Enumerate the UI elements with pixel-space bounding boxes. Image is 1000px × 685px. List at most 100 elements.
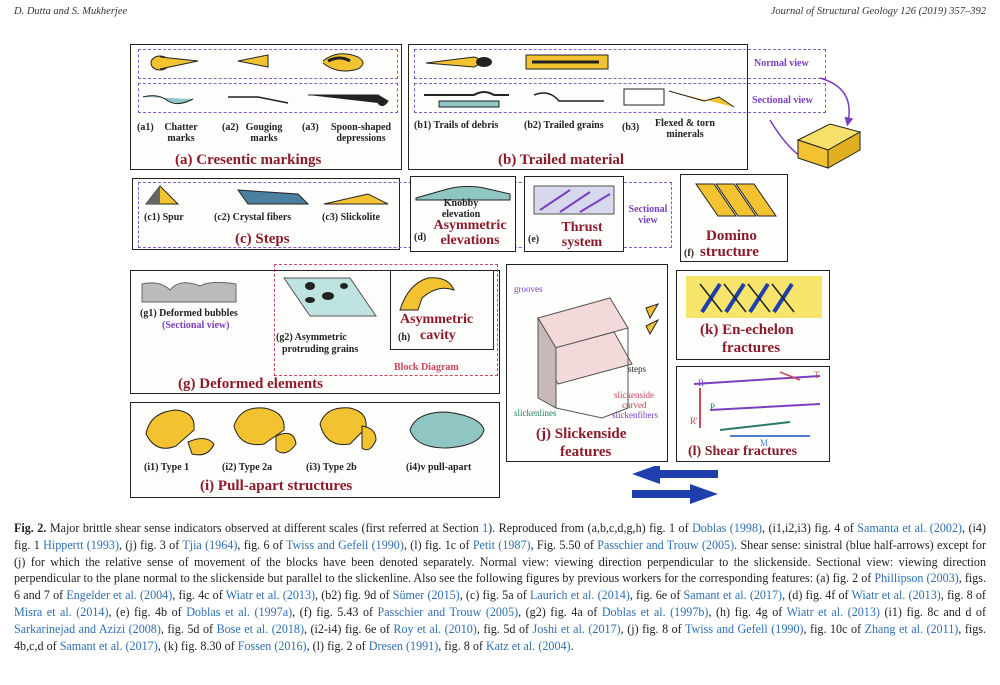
shear-sense-arrows — [632, 466, 718, 504]
citation-link[interactable]: Doblas (1998) — [692, 521, 763, 535]
citation-link[interactable]: Laurich et al. (2014) — [530, 588, 630, 603]
panel-j-caption: (j) Slickenside — [536, 426, 627, 442]
citation-link[interactable]: Engelder et al. (2004) — [66, 588, 173, 603]
citation-link[interactable]: Doblas et al. (1997b) — [601, 604, 709, 619]
panel-d-letter: (d) — [414, 232, 427, 243]
Rprime-label: R' — [690, 416, 698, 426]
citation-link[interactable]: Sarkarinejad and Azizi (2008) — [14, 621, 161, 636]
normal-view-label: Normal view — [754, 58, 809, 69]
i1-label: (i1) Type 1 — [144, 462, 190, 473]
citation-link[interactable]: Sümer (2015) — [392, 588, 460, 603]
citation-link[interactable]: Phillipson (2003) — [874, 571, 959, 586]
panel-f-caption-2: structure — [700, 244, 759, 260]
a2-text: Gouging marks — [245, 122, 283, 144]
block-diagram-band — [274, 264, 498, 376]
citation-link[interactable]: Dresen (1991) — [368, 638, 439, 653]
citation-link[interactable]: Doblas et al. (1997a) — [186, 604, 293, 619]
slickenfibers-label: slickenfibers — [612, 410, 658, 420]
citation-link[interactable]: Wiatr et al. (2013) — [225, 588, 316, 603]
cavity-drawing — [399, 277, 455, 311]
a3-label: (a3) — [302, 122, 319, 133]
panel-c — [132, 178, 400, 250]
thrust-system-drawing — [533, 185, 615, 215]
panel-f-letter: (f) — [684, 248, 694, 259]
citation-link[interactable]: Twiss and Gefell (1990) — [685, 621, 804, 636]
en-echelon-drawing — [686, 276, 822, 318]
panel-f-caption: Domino — [706, 228, 757, 244]
normal-view-band-a — [138, 49, 398, 79]
panel-g-caption: (g) Deformed elements — [178, 376, 323, 392]
sectional-view-band-c — [138, 182, 672, 248]
slickenside-label: slickenside — [614, 390, 654, 400]
sectional-view-label: Sectional view — [752, 95, 813, 106]
slickenlines-label: slickenlines — [514, 408, 557, 418]
panel-k-caption-2: fractures — [722, 340, 781, 356]
a3-text: Spoon-shaped depressions — [330, 122, 392, 144]
running-header-authors: D. Dutta and S. Mukherjee — [14, 6, 128, 17]
b3-label: (b3) — [622, 122, 640, 133]
a1-label: (a1) — [137, 122, 154, 133]
b2-label: (b2) Trailed grains — [524, 120, 604, 131]
i2-label: (i2) Type 2a — [222, 462, 273, 473]
g2-label: (g2) Asymmetric — [276, 332, 347, 343]
panel-k-caption: (k) En-echelon — [700, 322, 794, 338]
citation-link[interactable]: Zhang et al. (2011) — [864, 621, 959, 636]
sectional-view-label-e: Sectional view — [628, 204, 668, 226]
citation-link[interactable]: Katz et al. (2004) — [485, 638, 571, 653]
steps-label: steps — [628, 364, 646, 374]
panel-b-caption: (b) Trailed material — [498, 152, 625, 168]
citation-link[interactable]: Samanta et al. (2002) — [857, 521, 963, 535]
citation-link[interactable]: Wiatr et al. (2013) — [851, 588, 941, 603]
citation-link[interactable]: Passchier and Trouw (2005) — [597, 537, 735, 552]
steps-drawing — [144, 185, 389, 205]
citation-link[interactable]: Petit (1987) — [472, 537, 531, 552]
citation-link[interactable]: Twiss and Gefell (1990) — [285, 537, 404, 552]
citation-link[interactable]: Wiatr et al. (2013) — [786, 604, 880, 619]
b1-label: (b1) Trails of debris — [414, 120, 499, 131]
citation-link[interactable]: Passchier and Trouw (2005) — [377, 604, 519, 619]
panel-e-letter: (e) — [528, 234, 540, 245]
T-label: T — [814, 370, 820, 380]
b3-text: Flexed & torn minerals — [655, 118, 715, 140]
normal-view-band-b — [414, 49, 826, 79]
knobby-label: Knobby elevation — [441, 198, 481, 220]
g1-view-label: (Sectional view) — [162, 320, 230, 331]
citation-link[interactable]: Samant et al. (2017) — [683, 588, 783, 603]
section-link[interactable]: 1 — [482, 521, 489, 535]
panel-d-caption: Asymmetric elevations — [433, 218, 507, 248]
c2-label: (c2) Crystal fibers — [214, 212, 292, 223]
R-label: R — [698, 378, 705, 388]
domino-drawing — [695, 183, 777, 217]
citation-link[interactable]: Hippertt (1993) — [43, 537, 119, 552]
citation-link[interactable]: Misra et al. (2014) — [14, 604, 109, 619]
view-orientation-cube — [769, 77, 862, 169]
c1-label: (c1) Spur — [144, 212, 184, 223]
panel-a-caption: (a) Cresentic markings — [175, 152, 322, 168]
panel-h-caption-2: cavity — [420, 328, 456, 343]
curved-label: curved — [622, 400, 647, 410]
pull-apart-drawing — [145, 407, 485, 456]
M-label: M — [760, 438, 769, 448]
citation-link[interactable]: Samant et al. (2017) — [59, 638, 158, 653]
panel-l-caption: (l) Shear fractures — [688, 444, 798, 459]
citation-link[interactable]: Roy et al. (2010) — [393, 621, 477, 636]
panel-h-caption: Asymmetric — [400, 312, 474, 327]
crescentic-marks-drawing — [142, 53, 389, 107]
i4-label: (i4)v pull-apart — [406, 462, 472, 473]
P-label: P — [710, 402, 716, 412]
sectional-view-band-a — [138, 83, 398, 113]
citation-link[interactable]: Tjia (1964) — [182, 537, 238, 552]
running-header-journal: Journal of Structural Geology 126 (2019)… — [770, 6, 986, 17]
panel-j-caption-2: features — [560, 444, 612, 460]
citation-link[interactable]: Joshi et al. (2017) — [532, 621, 621, 636]
figure-caption: Fig. 2. Major brittle shear sense indica… — [14, 521, 986, 653]
deformed-bubbles-drawing — [141, 281, 237, 303]
panel-l — [676, 366, 830, 462]
grooves-label: grooves — [514, 284, 543, 294]
g2-label-2: protruding grains — [282, 344, 359, 355]
sectional-view-band-b — [414, 83, 826, 113]
citation-link[interactable]: Fossen (2016) — [237, 638, 307, 653]
citation-link[interactable]: Bose et al. (2018) — [216, 621, 304, 636]
slickenside-drawing — [537, 297, 660, 419]
protruding-grains-drawing — [283, 277, 377, 317]
